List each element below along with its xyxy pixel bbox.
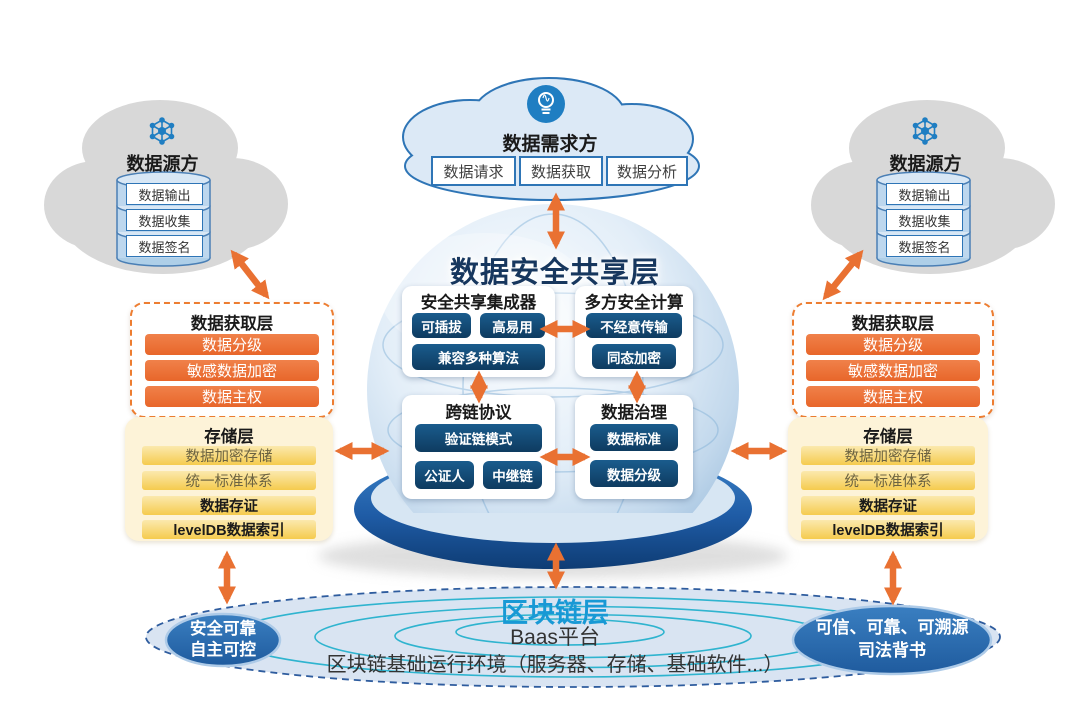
lightbulb-icon [527,85,565,123]
acq-bar-sovereignty-left: 数据主权 [145,386,319,407]
source-cloud-left-title: 数据源方 [126,154,199,174]
db-item-sign-right: 数据签名 [886,235,963,257]
mpc-title: 多方安全计算 [584,294,684,312]
pill-verification-chain: 验证链模式 [415,424,542,452]
pill-easy-to-use: 高易用 [480,313,545,338]
acq-bar-grading-left: 数据分级 [145,334,319,355]
integrator-title: 安全共享集成器 [420,294,537,312]
demander-cloud-title: 数据需求方 [502,134,598,155]
sto-bar-leveldb-right: levelDB数据索引 [801,520,975,539]
db-item-output-left: 数据输出 [126,183,203,205]
left-badge-line1: 安全可靠 [190,620,256,638]
sto-bar-standard-right: 统一标准体系 [801,471,975,490]
right-badge-label: 可信、可靠、可溯源 司法背书 [793,616,991,662]
mpc-panel: 多方安全计算 不经意传输 同态加密 [575,286,693,377]
sto-bar-leveldb-left: levelDB数据索引 [142,520,316,539]
blockchain-environment-label: 区块链基础运行环境（服务器、存储、基础软件...） [326,654,784,676]
acquisition-title-left: 数据获取层 [190,315,274,333]
db-item-output-right: 数据输出 [886,183,963,205]
pill-multi-algorithm: 兼容多种算法 [412,344,545,370]
pill-pluggable: 可插拔 [412,313,471,338]
sto-bar-attestation-right: 数据存证 [801,496,975,515]
acq-bar-sensitive-right: 敏感数据加密 [806,360,980,381]
governance-title: 数据治理 [601,404,667,422]
acquisition-title-right: 数据获取层 [851,315,935,333]
right-badge-line1: 可信、可靠、可溯源 [815,618,969,637]
baas-platform-label: Baas平台 [510,626,600,649]
demander-box-request: 数据请求 [431,156,516,186]
network-nodes-icon-right [912,117,938,145]
sto-bar-encrypted-right: 数据加密存储 [801,446,975,465]
acq-bar-sovereignty-right: 数据主权 [806,386,980,407]
pill-oblivious-transfer: 不经意传输 [586,313,682,338]
db-item-sign-left: 数据签名 [126,235,203,257]
pill-relay-chain: 中继链 [483,461,542,489]
storage-panel-left: 存储层 数据加密存储 统一标准体系 数据存证 levelDB数据索引 [125,417,333,541]
crosschain-panel: 跨链协议 验证链模式 公证人 中继链 [402,395,555,499]
db-item-collect-right: 数据收集 [886,209,963,231]
right-badge-line2: 司法背书 [858,641,926,660]
source-cloud-right-title: 数据源方 [889,154,962,174]
storage-panel-right: 存储层 数据加密存储 统一标准体系 数据存证 levelDB数据索引 [788,417,988,541]
db-item-collect-left: 数据收集 [126,209,203,231]
sto-bar-standard-left: 统一标准体系 [142,471,316,490]
demander-box-fetch: 数据获取 [519,156,603,186]
network-nodes-icon-left [149,117,175,145]
pill-homomorphic-encryption: 同态加密 [592,344,676,369]
acq-bar-sensitive-left: 敏感数据加密 [145,360,319,381]
storage-title-right: 存储层 [863,428,913,446]
crosschain-title: 跨链协议 [445,404,512,422]
acq-bar-grading-right: 数据分级 [806,334,980,355]
pill-notary: 公证人 [415,461,474,489]
demander-box-analyze: 数据分析 [606,156,688,186]
sto-bar-attestation-left: 数据存证 [142,496,316,515]
sto-bar-encrypted-left: 数据加密存储 [142,446,316,465]
integrator-panel: 安全共享集成器 可插拔 高易用 兼容多种算法 [402,286,555,377]
blockchain-ellipse [145,586,1001,688]
left-badge-line2: 自主可控 [190,641,256,659]
sharing-layer-title: 数据安全共享层 [449,257,660,289]
blockchain-layer-title: 区块链层 [501,598,609,628]
pill-data-standard: 数据标准 [590,424,678,451]
governance-panel: 数据治理 数据标准 数据分级 [575,395,693,499]
left-badge-label: 安全可靠 自主可控 [166,619,280,661]
acquisition-panel-right: 数据获取层 数据分级 敏感数据加密 数据主权 [792,302,994,418]
right-badge-ellipse [791,604,993,676]
acquisition-panel-left: 数据获取层 数据分级 敏感数据加密 数据主权 [130,302,334,418]
storage-title-left: 存储层 [204,428,254,446]
pill-data-grading: 数据分级 [590,460,678,487]
left-badge-ellipse [164,612,282,668]
